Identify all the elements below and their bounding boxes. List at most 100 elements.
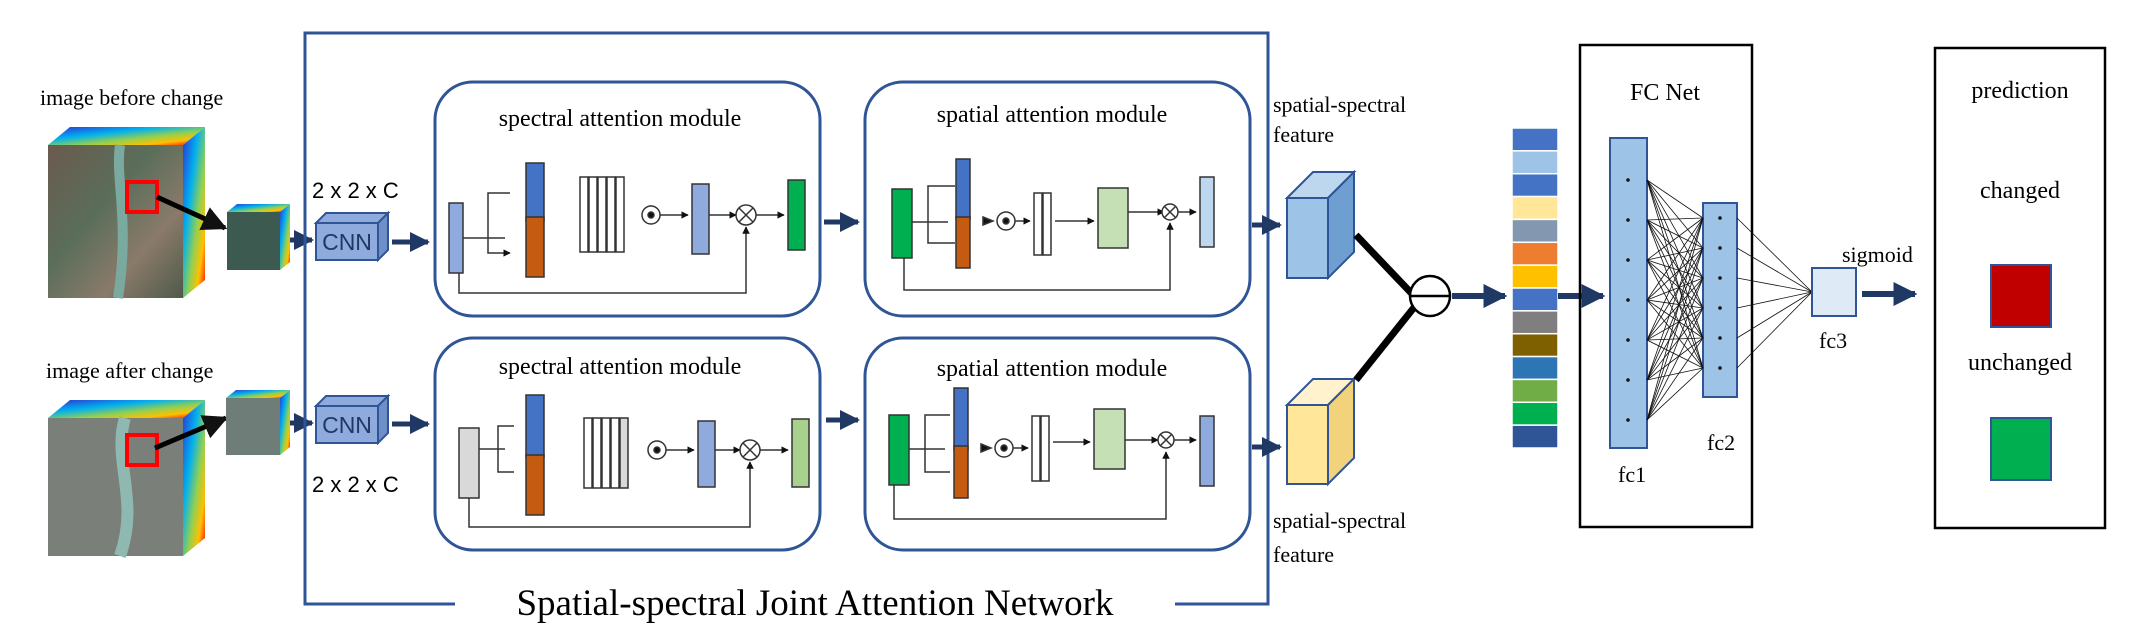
vector-segment <box>1511 218 1559 244</box>
fc-edge <box>1646 247 1704 381</box>
fc1-neuron <box>1626 298 1630 302</box>
fc-net-frame <box>1578 43 1754 529</box>
fc2-neuron <box>1718 366 1722 370</box>
fc2-neuron <box>1718 216 1722 220</box>
fc-edge <box>1646 217 1704 381</box>
fc1-neuron <box>1626 258 1630 262</box>
fc-edge <box>1646 259 1704 279</box>
fc2-neuron <box>1718 276 1722 280</box>
spatial-attention-module-bottom <box>863 336 1252 552</box>
fc-edge <box>1646 307 1704 381</box>
fc2-neuron <box>1718 306 1722 310</box>
spectral-module-label: spectral attention module <box>499 106 742 132</box>
fc3-layer <box>1811 267 1857 317</box>
spatial-module-internals-top <box>891 158 1215 291</box>
fc2-neurons <box>1718 216 1722 370</box>
fc-edge <box>1646 219 1704 249</box>
fc-edge <box>1736 217 1813 293</box>
feature-label-bottom-line1: spatial-spectral <box>1273 508 1406 533</box>
fc-edge <box>1646 339 1704 369</box>
fc-edge <box>1736 291 1813 339</box>
network-title: Spatial-spectral Joint Attention Network <box>516 583 1114 624</box>
fc-edge <box>1646 277 1704 341</box>
fc-edge <box>1646 217 1704 421</box>
fc-edge <box>1646 179 1704 249</box>
fc3-label: fc3 <box>1819 328 1847 353</box>
vector-segment <box>1511 287 1559 312</box>
fc-connections <box>1646 179 1813 421</box>
fc1-neurons <box>1626 178 1630 422</box>
fc2-label: fc2 <box>1707 430 1735 455</box>
vector-segment <box>1511 378 1559 404</box>
fc-edge <box>1646 277 1704 381</box>
fc-edge <box>1646 247 1704 301</box>
cnn-block-top: CNN <box>313 210 391 263</box>
spatial-module-internals-bottom <box>888 387 1215 520</box>
after-image-label: image after change <box>46 358 213 383</box>
vector-segment <box>1511 401 1559 426</box>
spectral-module-label: spectral attention module <box>499 354 742 380</box>
fc-edge <box>1646 217 1704 301</box>
fc2-neuron <box>1718 336 1722 340</box>
fc-edge <box>1646 367 1704 381</box>
spatial-module-label: spatial attention module <box>937 102 1168 128</box>
fc-edge <box>1646 219 1704 309</box>
roi-box <box>125 433 159 467</box>
before-patch-cube <box>227 204 290 270</box>
fc1-label: fc1 <box>1618 462 1646 487</box>
fc-edge <box>1646 307 1704 421</box>
fc-edge <box>1646 337 1704 421</box>
fc-edge <box>1646 217 1704 221</box>
changed-label: changed <box>1980 178 2060 204</box>
cnn-label: CNN <box>322 412 372 438</box>
fc1-neuron <box>1626 378 1630 382</box>
fc1-neuron <box>1626 218 1630 222</box>
after-image-cube <box>48 400 205 559</box>
feature-label-bottom-line2: feature <box>1273 542 1334 567</box>
fc-edge <box>1646 277 1704 421</box>
fc-edge <box>1736 277 1813 293</box>
after-patch-cube <box>226 390 290 455</box>
vector-segment <box>1511 264 1559 289</box>
vector-segment <box>1511 241 1559 266</box>
cnn-block-bottom: CNN <box>313 393 391 446</box>
fusion-operator-icon <box>1408 274 1452 318</box>
fc-edge <box>1646 367 1704 421</box>
spectral-module-internals-bottom <box>458 394 810 528</box>
spatial-module-label: spatial attention module <box>937 356 1168 382</box>
vector-segment <box>1511 127 1559 152</box>
fc2-neuron <box>1718 246 1722 250</box>
cnn-size-top: 2 x 2 x C <box>312 178 399 203</box>
feature-label-top-line1: spatial-spectral <box>1273 92 1406 117</box>
vector-segment <box>1511 424 1559 449</box>
fc-edge <box>1646 217 1704 341</box>
vector-segment <box>1511 195 1559 221</box>
fc-edge <box>1736 291 1813 309</box>
changed-color-swatch <box>1990 264 2052 328</box>
fc-edge <box>1646 277 1704 301</box>
vector-segment <box>1511 172 1559 198</box>
prediction-title: prediction <box>1971 78 2068 104</box>
fc1-neuron <box>1626 338 1630 342</box>
fc-edge <box>1646 247 1704 341</box>
fc-edge <box>1646 179 1704 219</box>
fc-edge <box>1646 219 1704 279</box>
unchanged-color-swatch <box>1990 417 2052 481</box>
feature-label-top-line2: feature <box>1273 122 1334 147</box>
fc-edge <box>1646 179 1704 279</box>
spectral-attention-module-bottom <box>433 336 822 552</box>
sigmoid-label: sigmoid <box>1842 242 1913 267</box>
vector-segment <box>1511 150 1559 175</box>
fc-edge <box>1646 217 1704 261</box>
fc1-layer <box>1609 137 1648 449</box>
fc2-layer <box>1702 202 1738 398</box>
fc-edge <box>1646 179 1704 309</box>
vector-segment <box>1511 332 1559 358</box>
fc-edge <box>1646 337 1704 341</box>
fc1-neuron <box>1626 178 1630 182</box>
before-image-cube <box>48 127 205 299</box>
fc1-neuron <box>1626 418 1630 422</box>
network-frame <box>303 31 1270 606</box>
feature-cube-top <box>1284 169 1357 281</box>
fc-net-title: FC Net <box>1630 80 1700 106</box>
